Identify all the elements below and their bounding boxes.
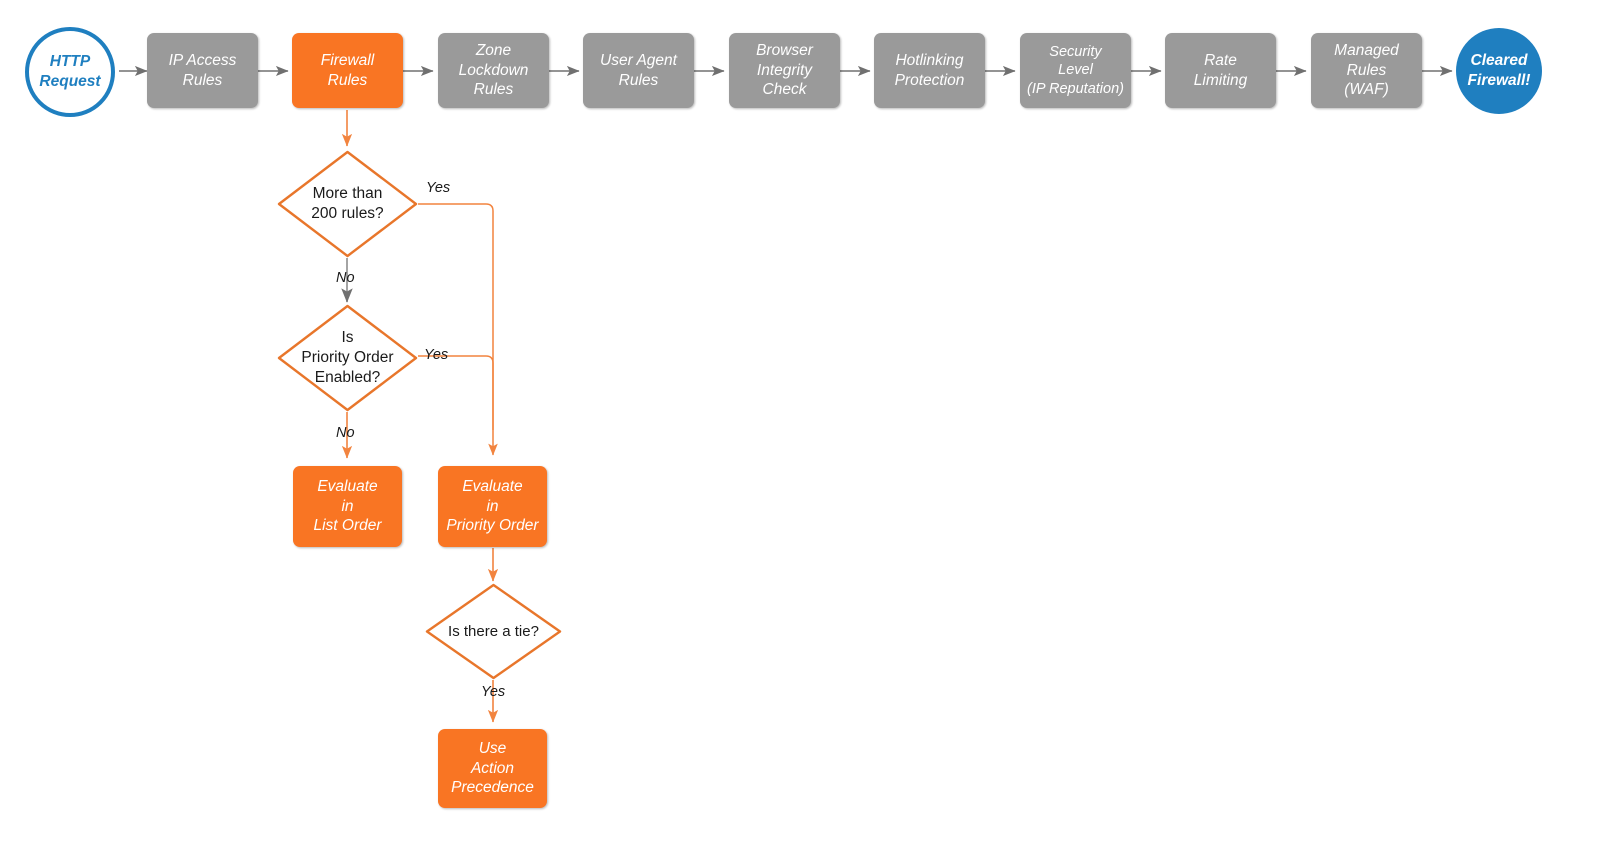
node-is-there-a-tie[interactable]: Is there a tie? bbox=[425, 583, 562, 680]
node-firewall-rules[interactable]: Firewall Rules bbox=[292, 33, 403, 108]
node-ip-access-rules-label: IP Access Rules bbox=[168, 51, 237, 89]
diamond-shape bbox=[425, 583, 562, 680]
node-evaluate-in-list-order-label: Evaluate in List Order bbox=[313, 477, 382, 535]
node-browser-integrity-check[interactable]: Browser Integrity Check bbox=[729, 33, 840, 108]
node-is-priority-order-enabled-label: Is Priority Order Enabled? bbox=[301, 329, 394, 386]
node-use-action-precedence-label: Use Action Precedence bbox=[451, 739, 534, 797]
node-cleared-firewall-label: Cleared Firewall! bbox=[1467, 52, 1531, 89]
node-http-request[interactable]: HTTP Request bbox=[25, 27, 115, 117]
node-is-priority-order-enabled[interactable]: Is Priority Order Enabled? bbox=[277, 304, 418, 412]
node-ip-access-rules[interactable]: IP Access Rules bbox=[147, 33, 258, 108]
node-browser-integrity-check-label: Browser Integrity Check bbox=[756, 41, 813, 99]
edge-label-no-priority-order: No bbox=[336, 425, 355, 441]
node-hotlinking-protection-label: Hotlinking Protection bbox=[894, 51, 965, 89]
edge-yes-priority-order bbox=[418, 355, 494, 430]
edge-label-text: No bbox=[336, 425, 355, 441]
node-user-agent-rules-label: User Agent Rules bbox=[600, 51, 677, 89]
node-http-request-label: HTTP Request bbox=[39, 53, 101, 90]
node-user-agent-rules[interactable]: User Agent Rules bbox=[583, 33, 694, 108]
edge-label-yes-more-than-200: Yes bbox=[426, 180, 450, 196]
node-security-level[interactable]: Security Level (IP Reputation) bbox=[1020, 33, 1131, 108]
edge-label-no-more-than-200: No bbox=[336, 270, 355, 286]
edge-label-text: Yes bbox=[426, 180, 451, 196]
node-rate-limiting-label: Rate Limiting bbox=[1193, 51, 1248, 89]
node-security-level-label: Security Level (IP Reputation) bbox=[1027, 43, 1124, 97]
node-more-than-200-rules[interactable]: More than 200 rules? bbox=[277, 150, 418, 258]
node-is-there-a-tie-label: Is there a tie? bbox=[448, 622, 539, 640]
node-evaluate-in-priority-order[interactable]: Evaluate in Priority Order bbox=[438, 466, 547, 547]
diamond-shape bbox=[277, 150, 418, 258]
node-managed-rules-waf-label: Managed Rules (WAF) bbox=[1334, 41, 1399, 99]
node-firewall-rules-label: Firewall Rules bbox=[320, 51, 375, 89]
node-rate-limiting[interactable]: Rate Limiting bbox=[1165, 33, 1276, 108]
node-zone-lockdown-rules-label: Zone Lockdown Rules bbox=[458, 41, 529, 99]
node-use-action-precedence[interactable]: Use Action Precedence bbox=[438, 729, 547, 808]
edge-label-yes-priority-order: Yes bbox=[424, 347, 448, 363]
node-evaluate-in-list-order[interactable]: Evaluate in List Order bbox=[293, 466, 402, 547]
node-hotlinking-protection[interactable]: Hotlinking Protection bbox=[874, 33, 985, 108]
node-more-than-200-rules-label: More than 200 rules? bbox=[311, 185, 384, 222]
node-managed-rules-waf[interactable]: Managed Rules (WAF) bbox=[1311, 33, 1422, 108]
diamond-shape bbox=[277, 304, 418, 412]
edge-label-text: Yes bbox=[424, 347, 449, 363]
edge-label-text: Yes bbox=[481, 684, 506, 700]
node-zone-lockdown-rules[interactable]: Zone Lockdown Rules bbox=[438, 33, 549, 108]
edge-yes-more-than-200 bbox=[418, 203, 498, 456]
edge-label-text: No bbox=[336, 270, 355, 286]
node-cleared-firewall[interactable]: Cleared Firewall! bbox=[1456, 28, 1542, 114]
node-evaluate-in-priority-order-label: Evaluate in Priority Order bbox=[446, 477, 539, 535]
edge-label-yes-tie: Yes bbox=[481, 684, 505, 700]
